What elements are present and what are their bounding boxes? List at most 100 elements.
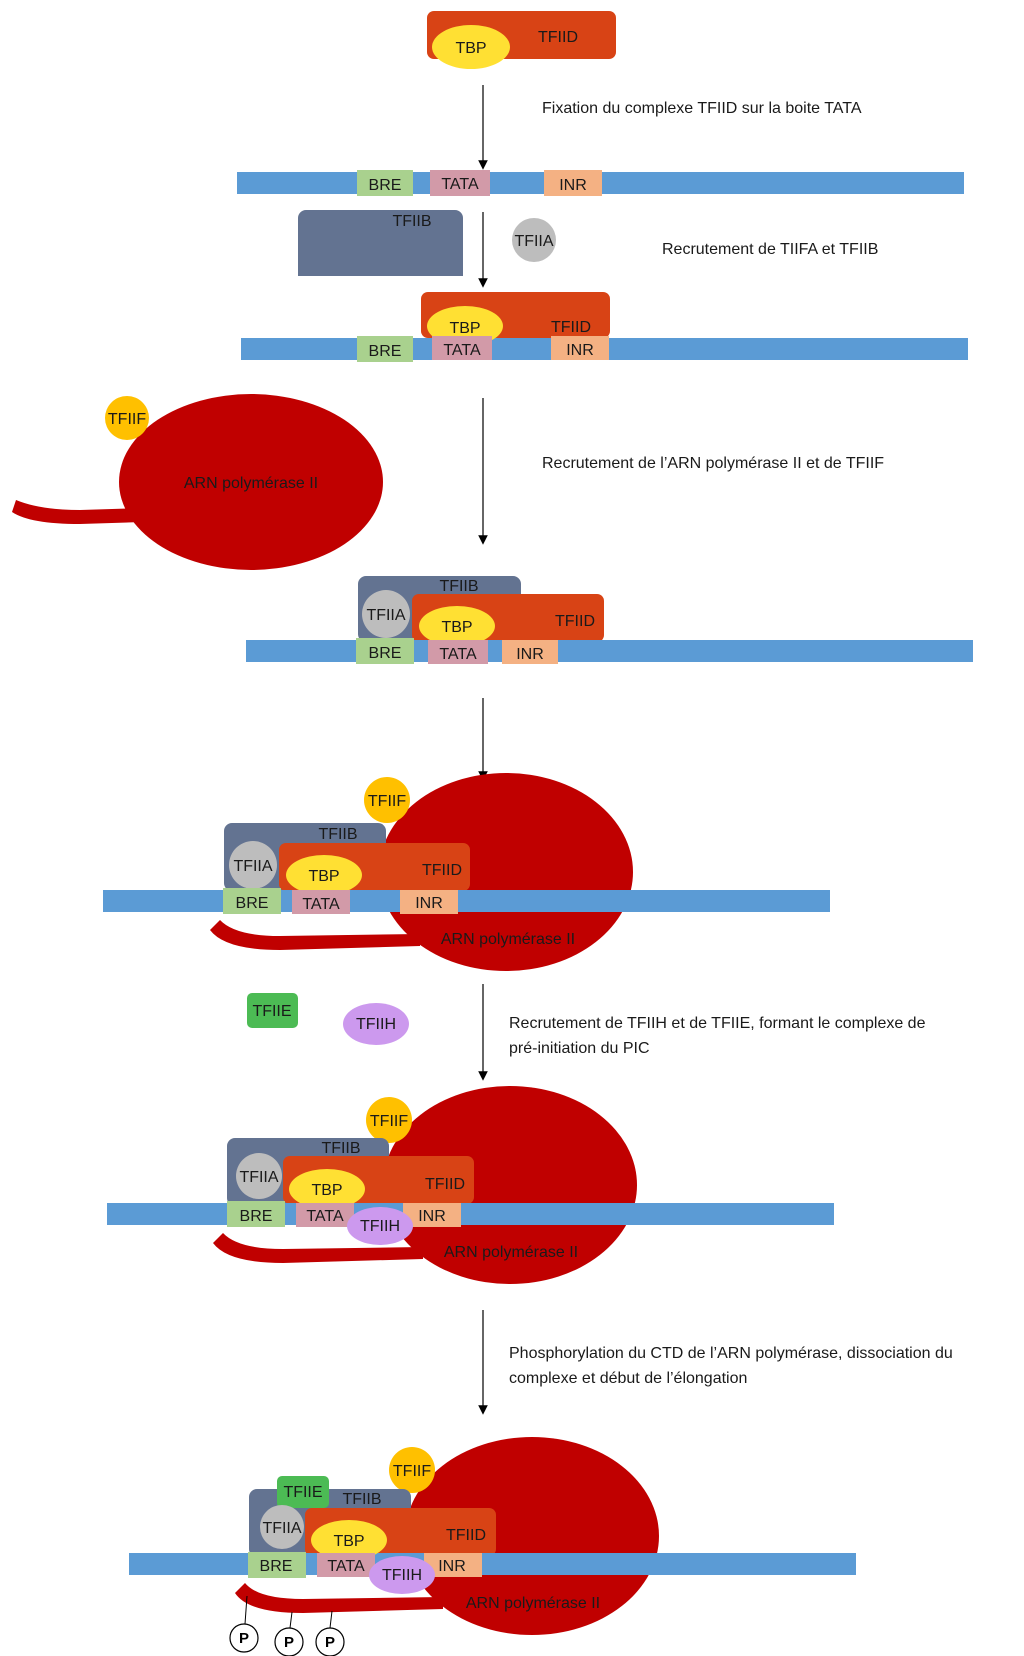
dna-strand	[103, 890, 830, 912]
tfiif-circle	[366, 1097, 412, 1143]
inr-label: INR	[415, 895, 443, 912]
bre-label: BRE	[369, 645, 402, 662]
tfiib-tfiia-tfiid-complex: TFIIB TFIIA BRE TBP TATA INR TFIID	[246, 576, 973, 664]
tata-label: TATA	[306, 1208, 344, 1225]
bre-box	[357, 170, 413, 196]
polymerase-ellipse	[379, 773, 633, 971]
bre-box	[357, 336, 413, 362]
tbp-ellipse	[311, 1520, 387, 1560]
bre-box	[227, 1201, 285, 1227]
tfiia-label: TFIIA	[233, 858, 272, 875]
tfiih-ellipse	[343, 1003, 409, 1045]
ctd-tail	[235, 1583, 443, 1613]
free-tfiia: TFIIA	[512, 218, 556, 262]
tfiia-circle	[512, 218, 556, 262]
tbp-ellipse	[289, 1169, 365, 1209]
tfiid-bound-complex: BRE TBP TATA INR TFIID	[241, 292, 968, 362]
polymerase-ellipse	[383, 1086, 637, 1284]
tbp-label: TBP	[308, 868, 339, 885]
bre-label: BRE	[369, 343, 402, 360]
inr-box	[551, 336, 609, 360]
polymerase-label: ARN polymérase II	[441, 931, 575, 948]
polymerase-label: ARN polymérase II	[184, 475, 318, 492]
tfiid-label: TFIID	[551, 319, 591, 336]
step1-text: Fixation du complexe TFIID sur la boite …	[542, 100, 862, 117]
tata-label: TATA	[327, 1558, 365, 1575]
inr-box	[544, 170, 602, 196]
tfiid-label: TFIID	[425, 1176, 465, 1193]
tfiie-label: TFIIE	[283, 1484, 322, 1501]
tfiih-label: TFIIH	[382, 1567, 422, 1584]
ctd-tail	[12, 500, 142, 524]
tbp-ellipse	[419, 606, 495, 646]
tfiie-box	[277, 1476, 329, 1508]
tata-label: TATA	[443, 342, 481, 359]
polymerase-ellipse	[119, 394, 383, 570]
step2-text: Recrutement de TIIFA et TFIIB	[662, 241, 878, 258]
dna-strand	[129, 1553, 856, 1575]
tfiie-label: TFIIE	[252, 1003, 291, 1020]
dna-strand	[246, 640, 973, 662]
tata-box	[292, 890, 350, 914]
bre-label: BRE	[240, 1208, 273, 1225]
inr-label: INR	[516, 646, 544, 663]
tata-box	[317, 1553, 375, 1577]
free-tfiib: TFIIB	[298, 210, 463, 276]
bre-label: BRE	[260, 1558, 293, 1575]
tfiia-label: TFIIA	[514, 233, 553, 250]
tata-label: TATA	[439, 646, 477, 663]
inr-label: INR	[418, 1208, 446, 1225]
tfiib-label: TFIIB	[342, 1491, 381, 1508]
tbp-label: TBP	[441, 619, 472, 636]
tfiif-label: TFIIF	[393, 1463, 431, 1480]
tfiid-label: TFIID	[422, 862, 462, 879]
tfiif-label: TFIIF	[368, 793, 406, 810]
inr-label: INR	[559, 177, 587, 194]
tbp-ellipse	[286, 855, 362, 895]
phosphate-circle	[274, 1627, 304, 1656]
complex-with-polymerase: ARN polymérase II TFIIF TFIIB TFIIA BRE …	[103, 773, 830, 971]
tfiih-ellipse	[347, 1207, 413, 1245]
bre-label: BRE	[369, 177, 402, 194]
inr-box	[403, 1203, 461, 1227]
free-tfiih: TFIIH	[343, 1003, 409, 1045]
step5-text-line2: complexe et début de l’élongation	[509, 1370, 747, 1387]
bre-box	[356, 638, 414, 664]
bre-box	[223, 888, 281, 914]
tfiib-label: TFIIB	[439, 578, 478, 595]
tfiib-label: TFIIB	[321, 1140, 360, 1157]
tfiid-label: TFIID	[446, 1527, 486, 1544]
polymerase-ellipse	[405, 1437, 659, 1635]
tbp-label: TBP	[449, 320, 480, 337]
tata-box	[430, 170, 490, 196]
tfiia-circle	[362, 590, 410, 638]
tata-box	[296, 1203, 354, 1227]
tfiia-circle	[260, 1505, 304, 1549]
inr-box	[502, 640, 558, 664]
step4-text-line2: pré-initiation du PIC	[509, 1040, 650, 1057]
tfiif-circle	[364, 777, 410, 823]
tfiib-label: TFIIB	[318, 826, 357, 843]
tbp-label: TBP	[455, 40, 486, 57]
tfiib-label: TFIIB	[392, 213, 431, 230]
phosphate-circle	[315, 1627, 345, 1656]
tfiia-label: TFIIA	[262, 1520, 301, 1537]
tfiie-box	[247, 993, 298, 1028]
ctd-tail	[210, 920, 420, 950]
tfiif-label: TFIIF	[370, 1113, 408, 1130]
tfiia-label: TFIIA	[239, 1169, 278, 1186]
tata-box	[432, 336, 492, 360]
step3-text: Recrutement de l’ARN polymérase II et de…	[542, 455, 884, 472]
phosphate-label: P	[284, 1634, 294, 1651]
free-polymerase: ARN polymérase II TFIIF	[12, 394, 383, 570]
promoter-dna-1: BRE TATA INR	[237, 170, 964, 196]
phosphate-label: P	[239, 1630, 249, 1647]
pic-phosphorylated: ARN polymérase II TFIIF TFIIB TFIIE TFII…	[129, 1437, 856, 1656]
inr-label: INR	[438, 1558, 466, 1575]
bre-box	[248, 1552, 306, 1578]
inr-label: INR	[566, 342, 594, 359]
tfiih-ellipse	[369, 1556, 435, 1594]
step5-text-line1: Phosphorylation du CTD de l’ARN polyméra…	[509, 1345, 953, 1362]
tata-label: TATA	[302, 896, 340, 913]
